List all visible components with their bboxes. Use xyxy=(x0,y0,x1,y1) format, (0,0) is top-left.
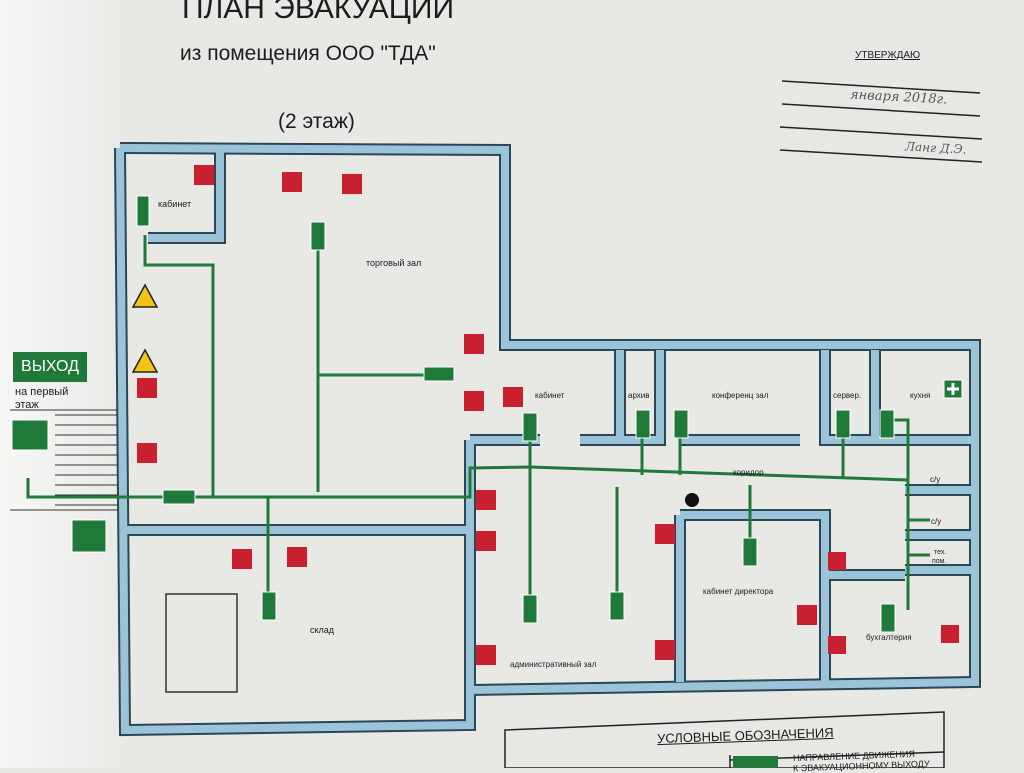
legend-evacuation-icon xyxy=(733,756,778,768)
fire-phone-icon xyxy=(655,640,675,660)
floor-label: (2 этаж) xyxy=(278,110,355,133)
exit-sign-icon xyxy=(522,594,538,624)
exit-sign-icon xyxy=(835,409,851,439)
fire-phone-icon xyxy=(464,334,484,354)
evacuation-routes xyxy=(26,235,930,610)
exit-sign-icon xyxy=(879,409,895,439)
exit-sign-icon xyxy=(423,366,455,382)
room-label-admin-hall: административный зал xyxy=(510,660,597,669)
fire-phone-icon xyxy=(476,645,496,665)
exit-sign-icon xyxy=(880,603,896,633)
fire-phone-icon xyxy=(464,391,484,411)
room-label-wc-1: с/у xyxy=(930,475,941,484)
room-label-tech-1: тех. xyxy=(934,549,947,556)
exit-sign-icon xyxy=(673,409,689,439)
room-label-sales-hall: торговый зал xyxy=(366,258,422,268)
warning-icons xyxy=(131,283,159,373)
room-label-kitchen: кухня xyxy=(910,391,931,400)
fire-phone-icon xyxy=(342,174,362,194)
high-voltage-icon xyxy=(131,348,159,373)
approval-lines xyxy=(779,80,983,163)
fire-phone-icon xyxy=(655,524,675,544)
evacuation-signs xyxy=(11,195,963,633)
exit-sign-icon xyxy=(261,591,277,621)
exit-sign-icon xyxy=(609,591,625,621)
fire-extinguisher-icon xyxy=(232,549,252,569)
first-aid-cross xyxy=(947,383,959,395)
approval-label: УТВЕРЖДАЮ xyxy=(855,50,921,61)
exit-sign-icon xyxy=(522,412,538,442)
fire-extinguisher-icon xyxy=(828,552,846,570)
room-label-office-1: кабинет xyxy=(158,199,192,209)
walls xyxy=(114,142,981,737)
fire-extinguisher-icon xyxy=(137,378,157,398)
exit-running-man-icon xyxy=(71,519,107,553)
fire-phone-icon xyxy=(194,165,214,185)
fire-phone-icon xyxy=(828,636,846,654)
room-label-corridor: коридор xyxy=(733,468,764,477)
exit-sign-icon xyxy=(162,489,196,505)
fire-extinguisher-icon xyxy=(476,490,496,510)
exit-sign: ВЫХОД xyxy=(13,352,87,382)
room-label-director: кабинет директора xyxy=(703,587,774,596)
room-label-warehouse: склад xyxy=(310,625,335,635)
fire-phone-icon xyxy=(941,625,959,643)
fire-phone-icon xyxy=(503,387,523,407)
marker-dot xyxy=(685,493,699,507)
exit-caption-line2: этаж xyxy=(15,399,39,411)
room-label-accounting: бухгалтерия xyxy=(866,633,912,642)
room-label-server: сервер. xyxy=(833,391,862,400)
stairs xyxy=(10,409,118,511)
room-label-wc-2: с/у xyxy=(931,517,942,526)
fire-phone-icon xyxy=(287,547,307,567)
warehouse-block xyxy=(165,593,238,693)
fire-alarm-icons xyxy=(137,165,959,665)
exit-sign-icon xyxy=(742,537,758,567)
fire-phone-icon xyxy=(282,172,302,192)
fire-phone-icon xyxy=(476,531,496,551)
stairs-exit-icon xyxy=(11,419,49,451)
exit-sign-icon xyxy=(136,195,150,227)
room-label-office-2: кабинет xyxy=(535,391,565,400)
plan-subtitle: из помещения ООО "ТДА" xyxy=(180,42,436,65)
room-label-conference: конференц зал xyxy=(712,391,769,400)
exit-sign-icon xyxy=(310,221,326,251)
plan-title: ПЛАН ЭВАКУАЦИИ xyxy=(182,0,455,25)
exit-sign-icon xyxy=(635,409,651,439)
fire-phone-icon xyxy=(797,605,817,625)
photo-glare xyxy=(0,0,130,768)
room-label-archive: архив xyxy=(628,391,650,400)
room-label-tech-2: пом. xyxy=(932,558,947,565)
high-voltage-icon xyxy=(131,283,159,308)
fire-phone-icon xyxy=(137,443,157,463)
exit-caption-line1: на первый xyxy=(15,386,69,398)
